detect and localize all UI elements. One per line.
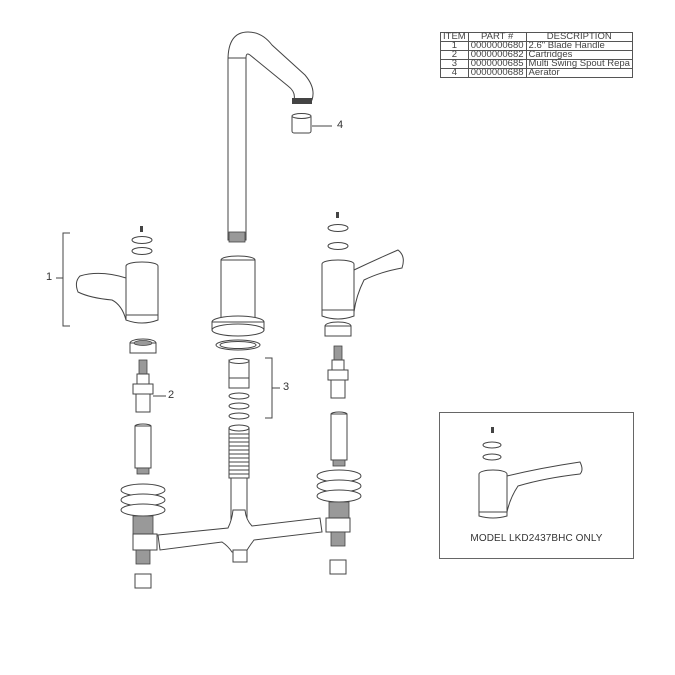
part-description: 2.6" Blade Handle <box>525 41 633 51</box>
manifold <box>157 509 323 563</box>
spout-base <box>211 255 265 351</box>
part-number: 0000000688 <box>467 68 527 78</box>
part-description: Aerator <box>525 68 633 78</box>
inset-caption: MODEL LKD2437BHC ONLY <box>470 533 603 544</box>
callout-spout-repair: 3 <box>283 381 290 393</box>
parts-table: ITEM PART # DESCRIPTION 1 0000000680 2.6… <box>440 32 633 78</box>
parts-table-header: ITEM PART # DESCRIPTION <box>440 32 633 42</box>
callout-aerator: 4 <box>337 119 344 131</box>
table-row: 1 0000000680 2.6" Blade Handle <box>440 41 633 51</box>
table-row: 2 0000000682 Cartridges <box>440 50 633 60</box>
table-row: 3 0000000685 Multi Swing Spout Repa <box>440 59 633 69</box>
left-handle-assembly <box>56 226 166 589</box>
inset-handle-illustration <box>478 427 583 519</box>
item-number: 4 <box>440 68 469 78</box>
part-description: Multi Swing Spout Repa <box>525 59 633 69</box>
right-handle-assembly <box>316 212 404 575</box>
callout-cartridge: 2 <box>168 389 175 401</box>
table-row: 4 0000000688 Aerator <box>440 68 633 78</box>
header-description: DESCRIPTION <box>525 32 633 42</box>
aerator <box>291 113 332 134</box>
callout-handle: 1 <box>46 271 53 283</box>
spout-repair-kit <box>228 357 280 420</box>
model-inset-box: MODEL LKD2437BHC ONLY <box>439 412 634 559</box>
spout <box>227 31 314 243</box>
part-description: Cartridges <box>525 50 633 60</box>
